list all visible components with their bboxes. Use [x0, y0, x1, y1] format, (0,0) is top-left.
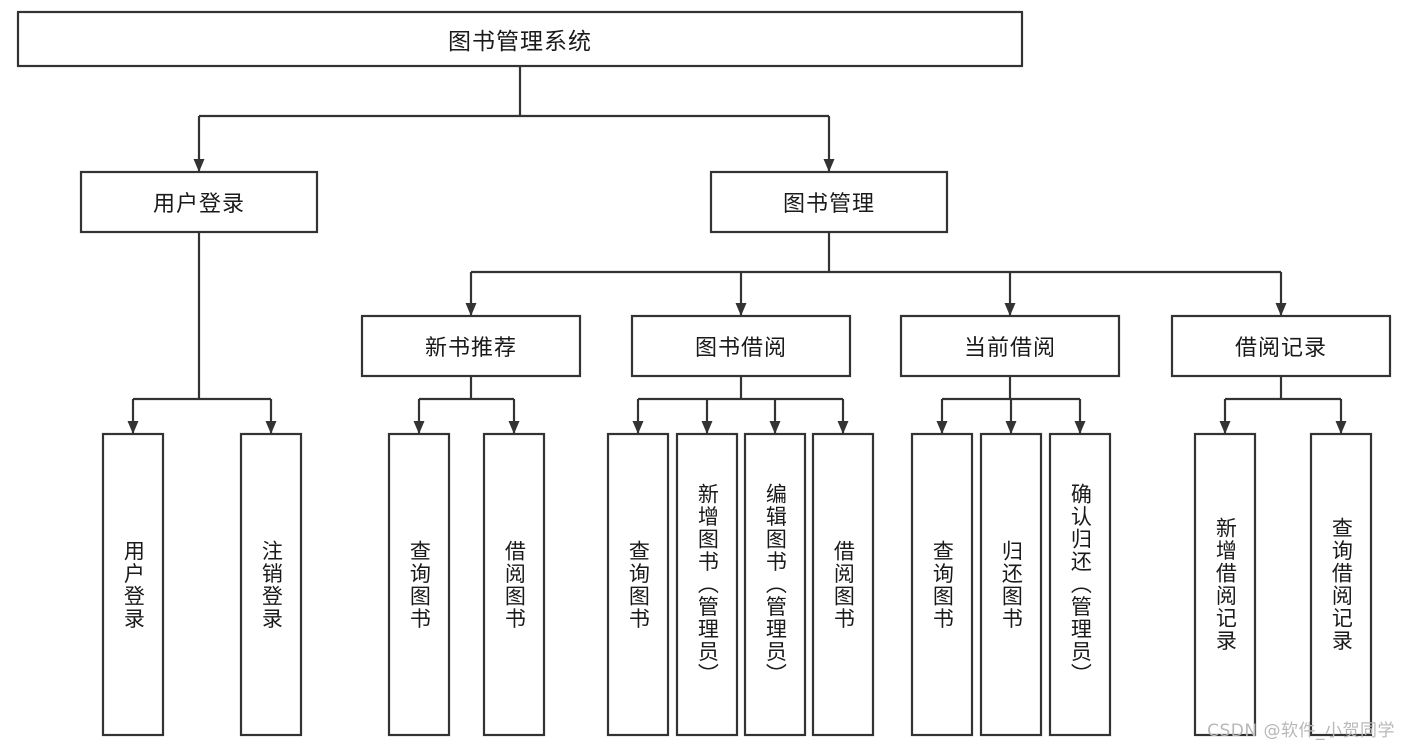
- arrow-head-icon: [936, 421, 948, 434]
- arrow-head-icon: [837, 421, 849, 434]
- node-box-leaf-user-login[interactable]: [101, 432, 165, 737]
- node-box-book-borrow[interactable]: [630, 314, 852, 378]
- arrow-head-icon: [1074, 421, 1086, 434]
- arrow-head-icon: [632, 421, 644, 434]
- node-box-borrow-record[interactable]: [1170, 314, 1392, 378]
- node-box-leaf-logout[interactable]: [239, 432, 303, 737]
- arrow-head-icon: [265, 421, 277, 434]
- node-box-leaf-return-book[interactable]: [979, 432, 1043, 737]
- arrow-head-icon: [413, 421, 425, 434]
- arrow-head-icon: [127, 421, 139, 434]
- node-box-leaf-query-book-borrow[interactable]: [606, 432, 670, 737]
- arrow-head-icon: [1219, 421, 1231, 434]
- node-box-user-login[interactable]: [79, 170, 319, 234]
- arrow-head-icon: [465, 303, 477, 316]
- node-box-leaf-borrow-book[interactable]: [811, 432, 875, 737]
- node-box-leaf-add-book-admin[interactable]: [675, 432, 739, 737]
- node-box-layer: [16, 10, 1392, 737]
- node-box-current-borrow[interactable]: [899, 314, 1121, 378]
- connector-layer: [127, 66, 1347, 434]
- node-box-leaf-confirm-return-admin[interactable]: [1048, 432, 1112, 737]
- node-box-book-management[interactable]: [709, 170, 949, 234]
- arrow-head-icon: [1004, 303, 1016, 316]
- node-box-root[interactable]: [16, 10, 1024, 68]
- arrow-head-icon: [1005, 421, 1017, 434]
- node-box-leaf-borrow-book-recommend[interactable]: [482, 432, 546, 737]
- arrow-head-icon: [701, 421, 713, 434]
- csdn-watermark: CSDN @软件_小贺同学: [1207, 721, 1395, 741]
- node-box-new-book-recommend[interactable]: [360, 314, 582, 378]
- arrow-head-icon: [508, 421, 520, 434]
- arrow-head-icon: [193, 159, 205, 172]
- arrow-head-icon: [735, 303, 747, 316]
- node-box-leaf-add-borrow-record[interactable]: [1193, 432, 1257, 737]
- node-box-leaf-query-book-recommend[interactable]: [387, 432, 451, 737]
- arrow-head-icon: [1335, 421, 1347, 434]
- node-box-leaf-edit-book-admin[interactable]: [743, 432, 807, 737]
- node-box-leaf-query-book-current[interactable]: [910, 432, 974, 737]
- node-box-leaf-query-borrow-record[interactable]: [1309, 432, 1373, 737]
- arrow-head-icon: [769, 421, 781, 434]
- arrow-head-icon: [1275, 303, 1287, 316]
- arrow-head-icon: [823, 159, 835, 172]
